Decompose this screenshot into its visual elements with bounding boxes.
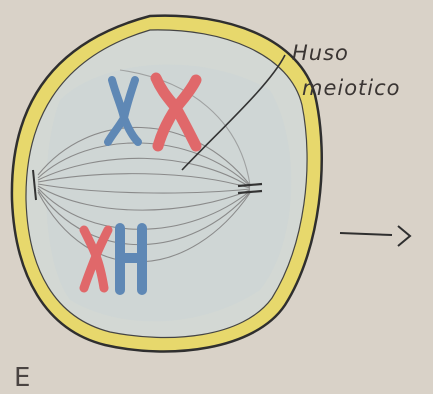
panel-letter: E <box>14 363 30 393</box>
cell <box>12 16 322 352</box>
spindle-label-line1: Huso <box>292 41 349 65</box>
spindle-label-line2: meiotico <box>302 76 401 100</box>
